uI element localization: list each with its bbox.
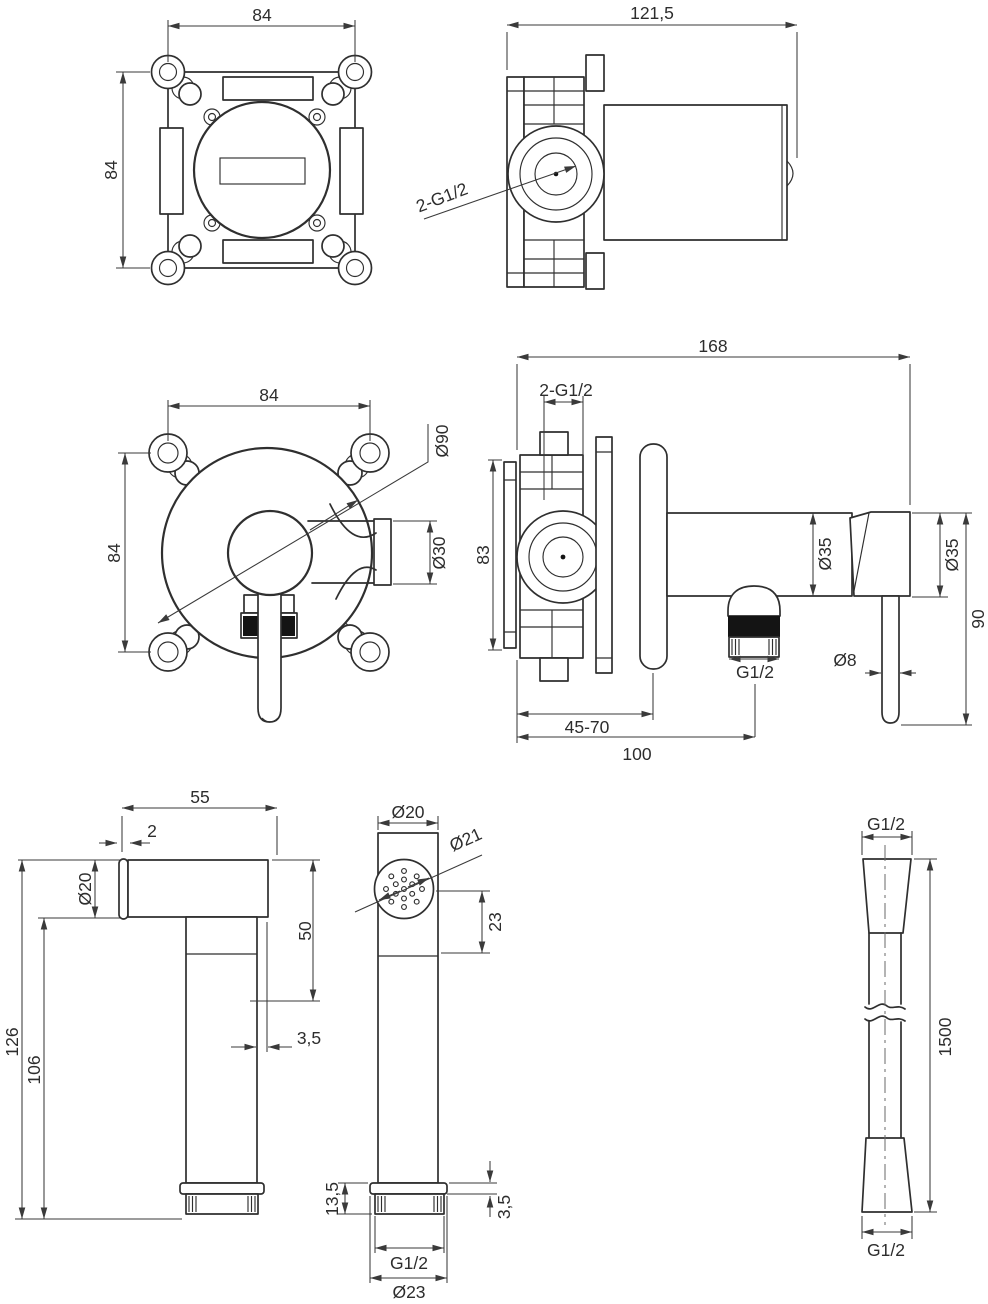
dim-mixer-width: 84 [259,385,279,405]
view-hose: G1/2 1500 G1/2 [861,814,955,1260]
valve-body-circle [192,100,332,240]
view-concealed-box-front: 84 84 [101,5,373,286]
shower-head-tube [127,859,269,918]
dim-total-width: 168 [698,336,727,356]
break-symbol [864,1003,906,1022]
hose-tube [868,932,902,1139]
view-concealed-box-side: 121,5 2-G1/2 [413,3,798,290]
dim-plate-height: 83 [473,545,493,564]
handle-lever [257,582,282,723]
dim-head-diameter: Ø20 [75,872,95,905]
dim-face-diameter: Ø21 [446,824,484,856]
dim-depth-range: 45-70 [565,717,610,737]
dim-rod-diameter: Ø8 [833,650,856,670]
dim-hose-length: 1500 [935,1017,955,1056]
dim-edge-offset: 3,5 [297,1028,321,1048]
label-outlet-thread: G1/2 [736,662,774,682]
dim-depth-total: 100 [622,744,651,764]
outlet-thread-band [728,616,780,637]
dim-head-drop: 50 [295,921,315,941]
dim-box-width: 84 [252,5,272,25]
label-inlet-threads: 2-G1/2 [539,380,593,400]
dim-total-length: 126 [2,1027,22,1056]
hose-fitting-bottom [861,1137,913,1213]
spray-face-edge [118,858,129,920]
outlet-port [727,585,781,617]
dim-body-diameter: Ø20 [391,802,424,822]
wall-escutcheon [639,443,668,670]
dim-handle-length: 106 [24,1055,44,1084]
dim-box-depth: 121,5 [630,3,674,23]
shower-holder [373,518,392,586]
cartridge-slot [219,157,306,185]
dim-head-height: 23 [485,912,505,931]
dim-mixer-height: 84 [104,543,124,563]
hose-fitting-top [862,858,912,934]
dim-face-thickness: 2 [147,821,157,841]
dim-knob-diameter: Ø35 [942,538,962,571]
handle-knob [849,511,911,597]
lever-rod [881,595,900,724]
connector-nut [374,1193,445,1215]
connector-nut [185,1193,259,1215]
label-connector-thread: G1/2 [390,1253,428,1273]
view-handshower-front: Ø20 Ø21 23 13,5 3,5 G1/2 Ø23 [322,802,514,1302]
thread-band [243,616,258,636]
view-handshower-side: 55 2 Ø20 50 3,5 126 106 [2,787,321,1220]
view-mixer-front: 84 84 Ø90 Ø30 [104,385,452,723]
dim-knob-drop: 90 [968,609,988,629]
dim-plate-diameter: Ø90 [432,424,452,457]
dim-collar-height: 3,5 [494,1195,514,1219]
dim-thread-height: 13,5 [322,1182,342,1216]
box-body-cylinder [603,104,788,241]
dim-head-length: 55 [190,787,209,807]
label-hose-thread-bottom: G1/2 [867,1240,905,1260]
shower-handle [185,916,258,1184]
view-mixer-side: 168 2-G1/2 83 Ø35 Ø35 90 Ø8 G1/2 45-70 1… [473,336,988,764]
screw-hole [158,62,178,82]
dim-nut-diameter: Ø23 [392,1282,425,1302]
dim-box-height: 84 [101,160,121,180]
dim-body-diameter: Ø35 [815,537,835,570]
dim-holder-diameter: Ø30 [429,536,449,569]
label-inlet-threads: 2-G1/2 [413,178,470,216]
spray-holes [383,868,425,910]
handle-hub [226,509,314,597]
label-hose-thread-top: G1/2 [867,814,905,834]
